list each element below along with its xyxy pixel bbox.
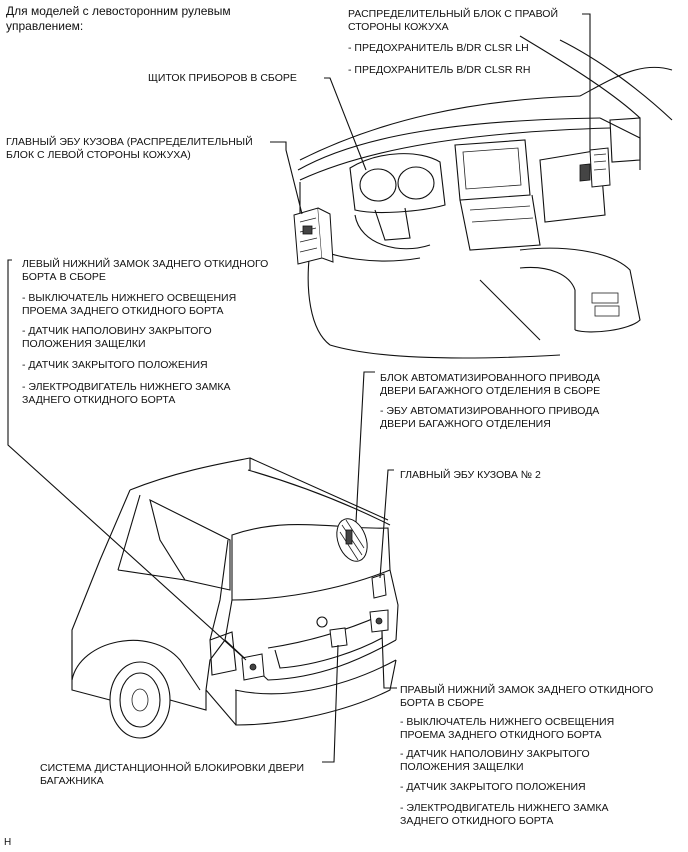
rh-lock-line1: ПРАВЫЙ НИЖНИЙ ЗАМОК ЗАДНЕГО ОТКИДНОГО — [400, 684, 654, 696]
rh-half-latch-line2: ПОЛОЖЕНИЯ ЗАЩЕЛКИ — [400, 761, 524, 773]
vehicle-rear-drawing — [71, 457, 399, 739]
lh-motor-line1: - ЭЛЕКТРОДВИГАТЕЛЬ НИЖНЕГО ЗАМКА — [22, 381, 231, 393]
rh-motor-line2: ЗАДНЕГО ОТКИДНОГО БОРТА — [400, 815, 554, 827]
lh-half-latch-line2: ПОЛОЖЕНИЯ ЗАЩЕЛКИ — [22, 338, 146, 350]
lh-switch-line2: ПРОЕМА ЗАДНЕГО ОТКИДНОГО БОРТА — [22, 305, 224, 317]
lh-closed-sensor: - ДАТЧИК ЗАКРЫТОГО ПОЛОЖЕНИЯ — [22, 359, 208, 371]
main-body-ecu-line1: ГЛАВНЫЙ ЭБУ КУЗОВА (РАСПРЕДЕЛИТЕЛЬНЫЙ — [6, 136, 253, 148]
rh-switch-line2: ПРОЕМА ЗАДНЕГО ОТКИДНОГО БОРТА — [400, 729, 602, 741]
lh-lock-line2: БОРТА В СБОРЕ — [22, 271, 106, 283]
power-door-ecu-line2: ДВЕРИ БАГАЖНОГО ОТДЕЛЕНИЯ — [380, 418, 551, 430]
leader-lines — [7, 13, 591, 763]
dashboard-drawing — [293, 35, 673, 359]
rh-motor-line1: - ЭЛЕКТРОДВИГАТЕЛЬ НИЖНЕГО ЗАМКА — [400, 802, 609, 814]
power-door-line2: ДВЕРИ БАГАЖНОГО ОТДЕЛЕНИЯ В СБОРЕ — [380, 385, 601, 397]
header-title-line2: управлением: — [6, 19, 84, 33]
power-door-ecu-line1: - ЭБУ АВТОМАТИЗИРОВАННОГО ПРИВОДА — [380, 405, 600, 417]
label-combination-meter: ЩИТОК ПРИБОРОВ В СБОРЕ — [148, 72, 297, 84]
lh-motor-line2: ЗАДНЕГО ОТКИДНОГО БОРТА — [22, 394, 176, 406]
rh-closed-sensor: - ДАТЧИК ЗАКРЫТОГО ПОЛОЖЕНИЯ — [400, 781, 586, 793]
fuse-lh: - ПРЕДОХРАНИТЕЛЬ B/DR CLSR LH — [348, 42, 529, 54]
label-main-body-ecu-no2: ГЛАВНЫЙ ЭБУ КУЗОВА № 2 — [400, 469, 541, 481]
lh-lock-line1: ЛЕВЫЙ НИЖНИЙ ЗАМОК ЗАДНЕГО ОТКИДНОГО — [22, 258, 269, 270]
fuse-rh: - ПРЕДОХРАНИТЕЛЬ B/DR CLSR RH — [348, 64, 531, 76]
right-jb-line2: СТОРОНЫ КОЖУХА — [348, 21, 449, 33]
right-jb-line1: РАСПРЕДЕЛИТЕЛЬНЫЙ БЛОК С ПРАВОЙ — [348, 8, 559, 20]
header-title-line1: Для моделей с левосторонним рулевым — [6, 4, 231, 18]
rh-half-latch-line1: - ДАТЧИК НАПОЛОВИНУ ЗАКРЫТОГО — [400, 748, 590, 760]
remote-lock-line1: СИСТЕМА ДИСТАНЦИОННОЙ БЛОКИРОВКИ ДВЕРИ — [40, 762, 305, 774]
footer-code: H — [4, 837, 12, 848]
lh-half-latch-line1: - ДАТЧИК НАПОЛОВИНУ ЗАКРЫТОГО — [22, 325, 212, 337]
main-body-ecu-line2: БЛОК С ЛЕВОЙ СТОРОНЫ КОЖУХА) — [6, 149, 191, 161]
lh-switch-line1: - ВЫКЛЮЧАТЕЛЬ НИЖНЕГО ОСВЕЩЕНИЯ — [22, 292, 237, 304]
rh-lock-line2: БОРТА В СБОРЕ — [400, 697, 484, 709]
remote-lock-line2: БАГАЖНИКА — [40, 775, 104, 787]
rh-switch-line1: - ВЫКЛЮЧАТЕЛЬ НИЖНЕГО ОСВЕЩЕНИЯ — [400, 716, 615, 728]
power-door-line1: БЛОК АВТОМАТИЗИРОВАННОГО ПРИВОДА — [380, 372, 601, 384]
